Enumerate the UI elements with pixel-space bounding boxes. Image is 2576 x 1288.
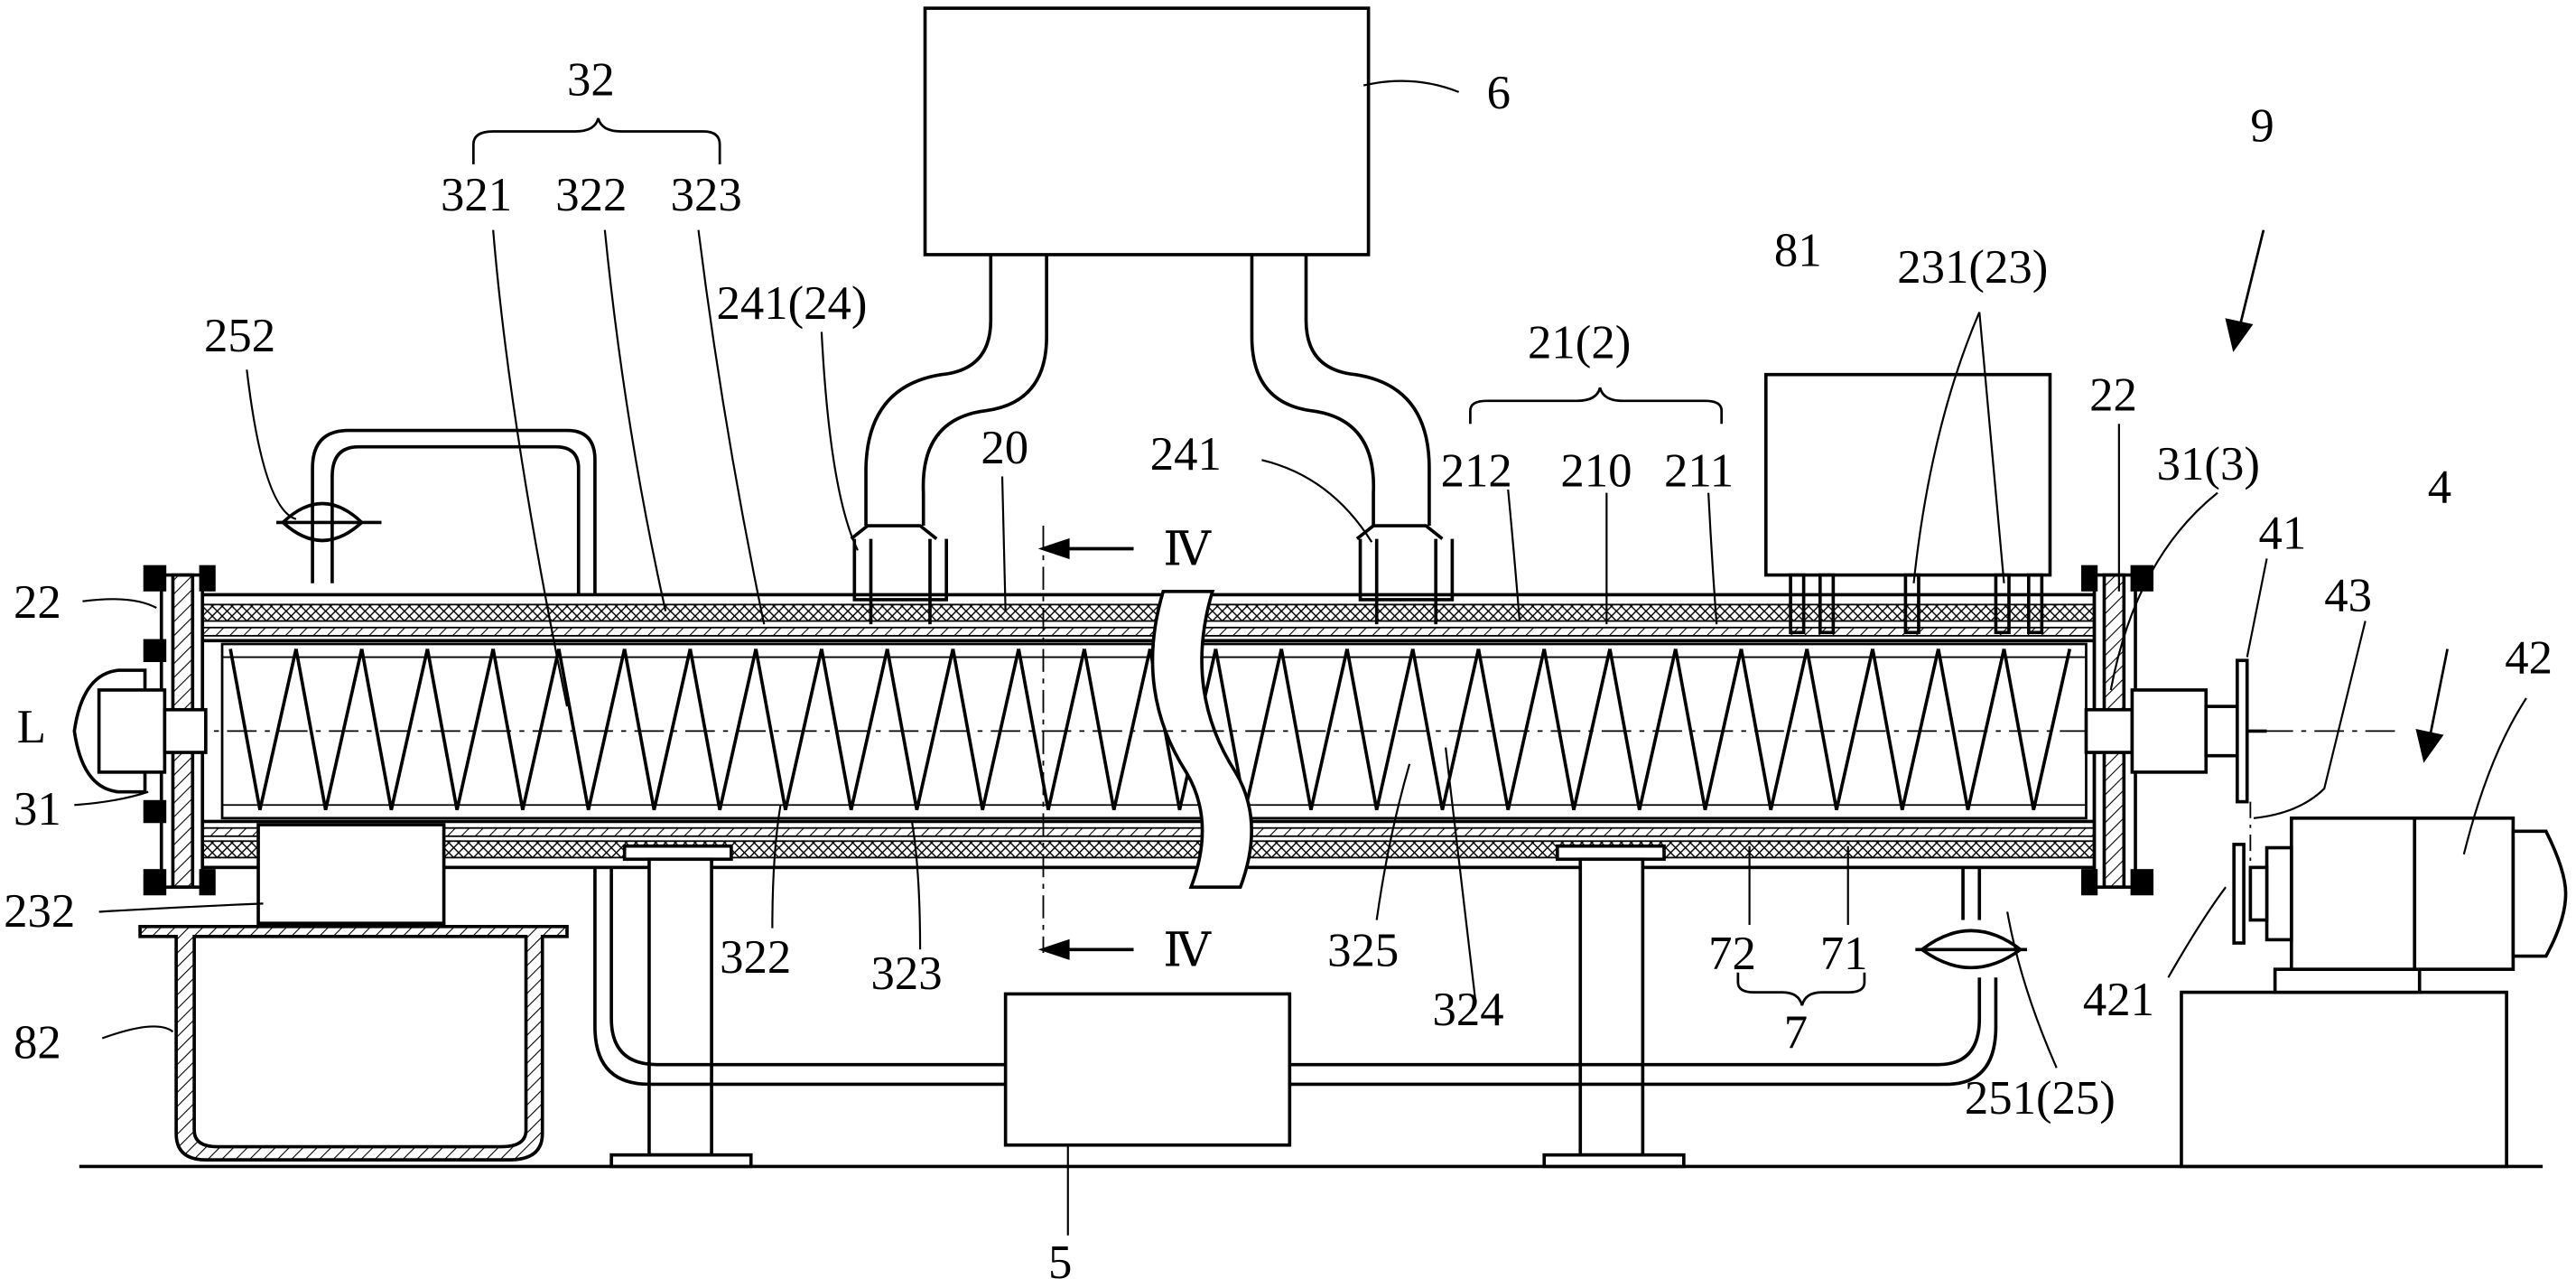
screw-flight: [1279, 649, 1349, 811]
pipe-251: [593, 867, 2027, 1087]
label-20: 20: [981, 422, 1028, 474]
top-unit-box-6: [923, 6, 1371, 257]
label-IV-bottom: Ⅳ: [1163, 924, 1212, 976]
label-241-24: 241(24): [717, 277, 868, 330]
duct-right: [1250, 254, 1431, 527]
label-43: 43: [2324, 570, 2372, 622]
pipe-252: [276, 428, 597, 595]
label-7: 7: [1784, 1006, 1808, 1059]
brace-7: [1736, 972, 1866, 1006]
label-324: 324: [1433, 984, 1504, 1036]
screw-flight: [1805, 649, 1874, 811]
screw-flight: [294, 649, 364, 811]
jacket-bottom: [201, 840, 2096, 859]
arrow-4: [2426, 649, 2449, 748]
label-9: 9: [2250, 99, 2274, 152]
screw-flight: [1083, 649, 1152, 811]
screw-flight: [491, 649, 561, 811]
screw-flight: [951, 649, 1020, 811]
screw-flight: [1410, 649, 1481, 811]
screw-flight: [754, 649, 823, 811]
brace-32: [471, 117, 721, 164]
screw-flight: [1739, 649, 1809, 811]
label-71: 71: [1820, 928, 1868, 980]
label-22-left: 22: [14, 576, 61, 629]
screw-flight: [359, 649, 430, 811]
label-322: 322: [555, 169, 627, 221]
screw-flight: [622, 649, 693, 811]
screw-flight: [1871, 649, 1940, 811]
label-31-left: 31: [14, 783, 61, 835]
box-81: [1763, 372, 2052, 577]
label-212: 212: [1441, 444, 1512, 497]
arrow-9: [2236, 229, 2265, 338]
label-82: 82: [14, 1016, 61, 1069]
brace-21: [1469, 387, 1724, 425]
screw-flight: [2002, 649, 2072, 811]
label-251-25: 251(25): [1965, 1072, 2116, 1125]
label-31-3: 31(3): [2157, 438, 2260, 490]
label-323: 323: [671, 169, 742, 221]
break-lines: [1150, 589, 1253, 890]
sprocket-41: [2235, 658, 2249, 804]
motor-42: [2180, 816, 2568, 1169]
label-210: 210: [1560, 444, 1632, 497]
screw-flight: [688, 649, 758, 811]
label-IV-top: Ⅳ: [1163, 524, 1212, 576]
label-6: 6: [1487, 67, 1511, 119]
label-32: 32: [567, 53, 615, 106]
label-81: 81: [1774, 225, 1822, 277]
screw-flight: [1608, 649, 1678, 811]
label-42: 42: [2505, 632, 2553, 685]
label-321: 321: [441, 169, 512, 221]
label-241: 241: [1150, 428, 1222, 481]
screw-flight: [1936, 649, 2006, 811]
right-bearing: [2084, 688, 2241, 774]
box-5: [1003, 992, 1292, 1147]
leader-lines: [74, 79, 2527, 1236]
labels: 6 9 32 321 322 323 252 241(24) 20 241 21…: [4, 53, 2553, 1288]
label-323-bottom: 323: [871, 947, 943, 1000]
screw-flight: [1476, 649, 1547, 811]
screw-flight: [1542, 649, 1612, 811]
label-41: 41: [2258, 508, 2306, 560]
screw-flight: [1673, 649, 1744, 811]
screw-flight: [557, 649, 627, 811]
screw-flight: [228, 649, 298, 811]
label-252: 252: [204, 310, 275, 362]
duct-left: [864, 254, 1048, 527]
jacket-top: [201, 603, 2096, 622]
screw-flight: [820, 649, 889, 811]
screw-flight: [1017, 649, 1086, 811]
label-5: 5: [1048, 1237, 1072, 1288]
label-211: 211: [1664, 444, 1734, 497]
screw-flights: [228, 649, 2072, 811]
label-232: 232: [4, 885, 75, 938]
label-72: 72: [1708, 928, 1756, 980]
left-bearing-cap: [72, 668, 208, 794]
label-325: 325: [1327, 924, 1399, 976]
label-322-bottom: 322: [720, 931, 791, 984]
label-231-23: 231(23): [1897, 241, 2048, 294]
tank-82: [138, 925, 569, 1162]
screw-flight: [1345, 649, 1415, 811]
outlet-232: [256, 823, 446, 926]
screw-flight: [425, 649, 495, 811]
support-left: [609, 844, 753, 1169]
label-L: L: [17, 701, 46, 753]
support-right: [1542, 844, 1686, 1169]
label-22-right: 22: [2089, 369, 2137, 422]
label-4: 4: [2428, 462, 2451, 514]
label-421: 421: [2083, 974, 2154, 1026]
screw-flight: [885, 649, 955, 811]
label-21-2: 21(2): [1528, 317, 1631, 369]
